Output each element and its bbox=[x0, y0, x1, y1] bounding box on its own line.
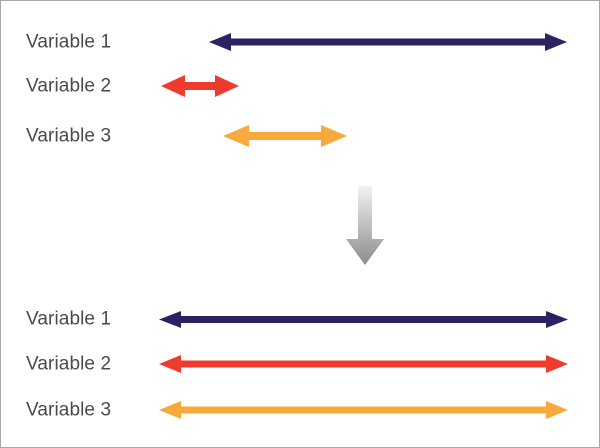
arrow-shape-orange bbox=[223, 125, 347, 147]
bottom_block-label-1: Variable 1 bbox=[26, 308, 112, 330]
arrow-shape-navy bbox=[159, 310, 568, 328]
top_block-arrow-3 bbox=[223, 125, 347, 147]
bottom_block-arrow-3 bbox=[159, 401, 568, 419]
top_block-arrow-1 bbox=[209, 33, 567, 51]
top_block-label-3: Variable 3 bbox=[26, 125, 112, 147]
bottom_block-arrow-1 bbox=[159, 310, 568, 328]
top_block-label-1: Variable 1 bbox=[26, 31, 112, 53]
arrow-shape-red bbox=[161, 75, 239, 97]
bottom_block-label-3: Variable 3 bbox=[26, 399, 112, 421]
down-arrow-shape bbox=[346, 186, 384, 265]
bottom_block-arrow-2 bbox=[159, 355, 568, 373]
arrow-shape-red bbox=[159, 355, 568, 373]
down-arrow-icon bbox=[346, 186, 384, 265]
top_block-arrow-2 bbox=[161, 75, 239, 97]
arrow-shape-navy bbox=[209, 33, 567, 51]
bottom_block-label-2: Variable 2 bbox=[26, 353, 112, 375]
arrow-shape-orange bbox=[159, 401, 568, 419]
top_block-label-2: Variable 2 bbox=[26, 75, 112, 97]
